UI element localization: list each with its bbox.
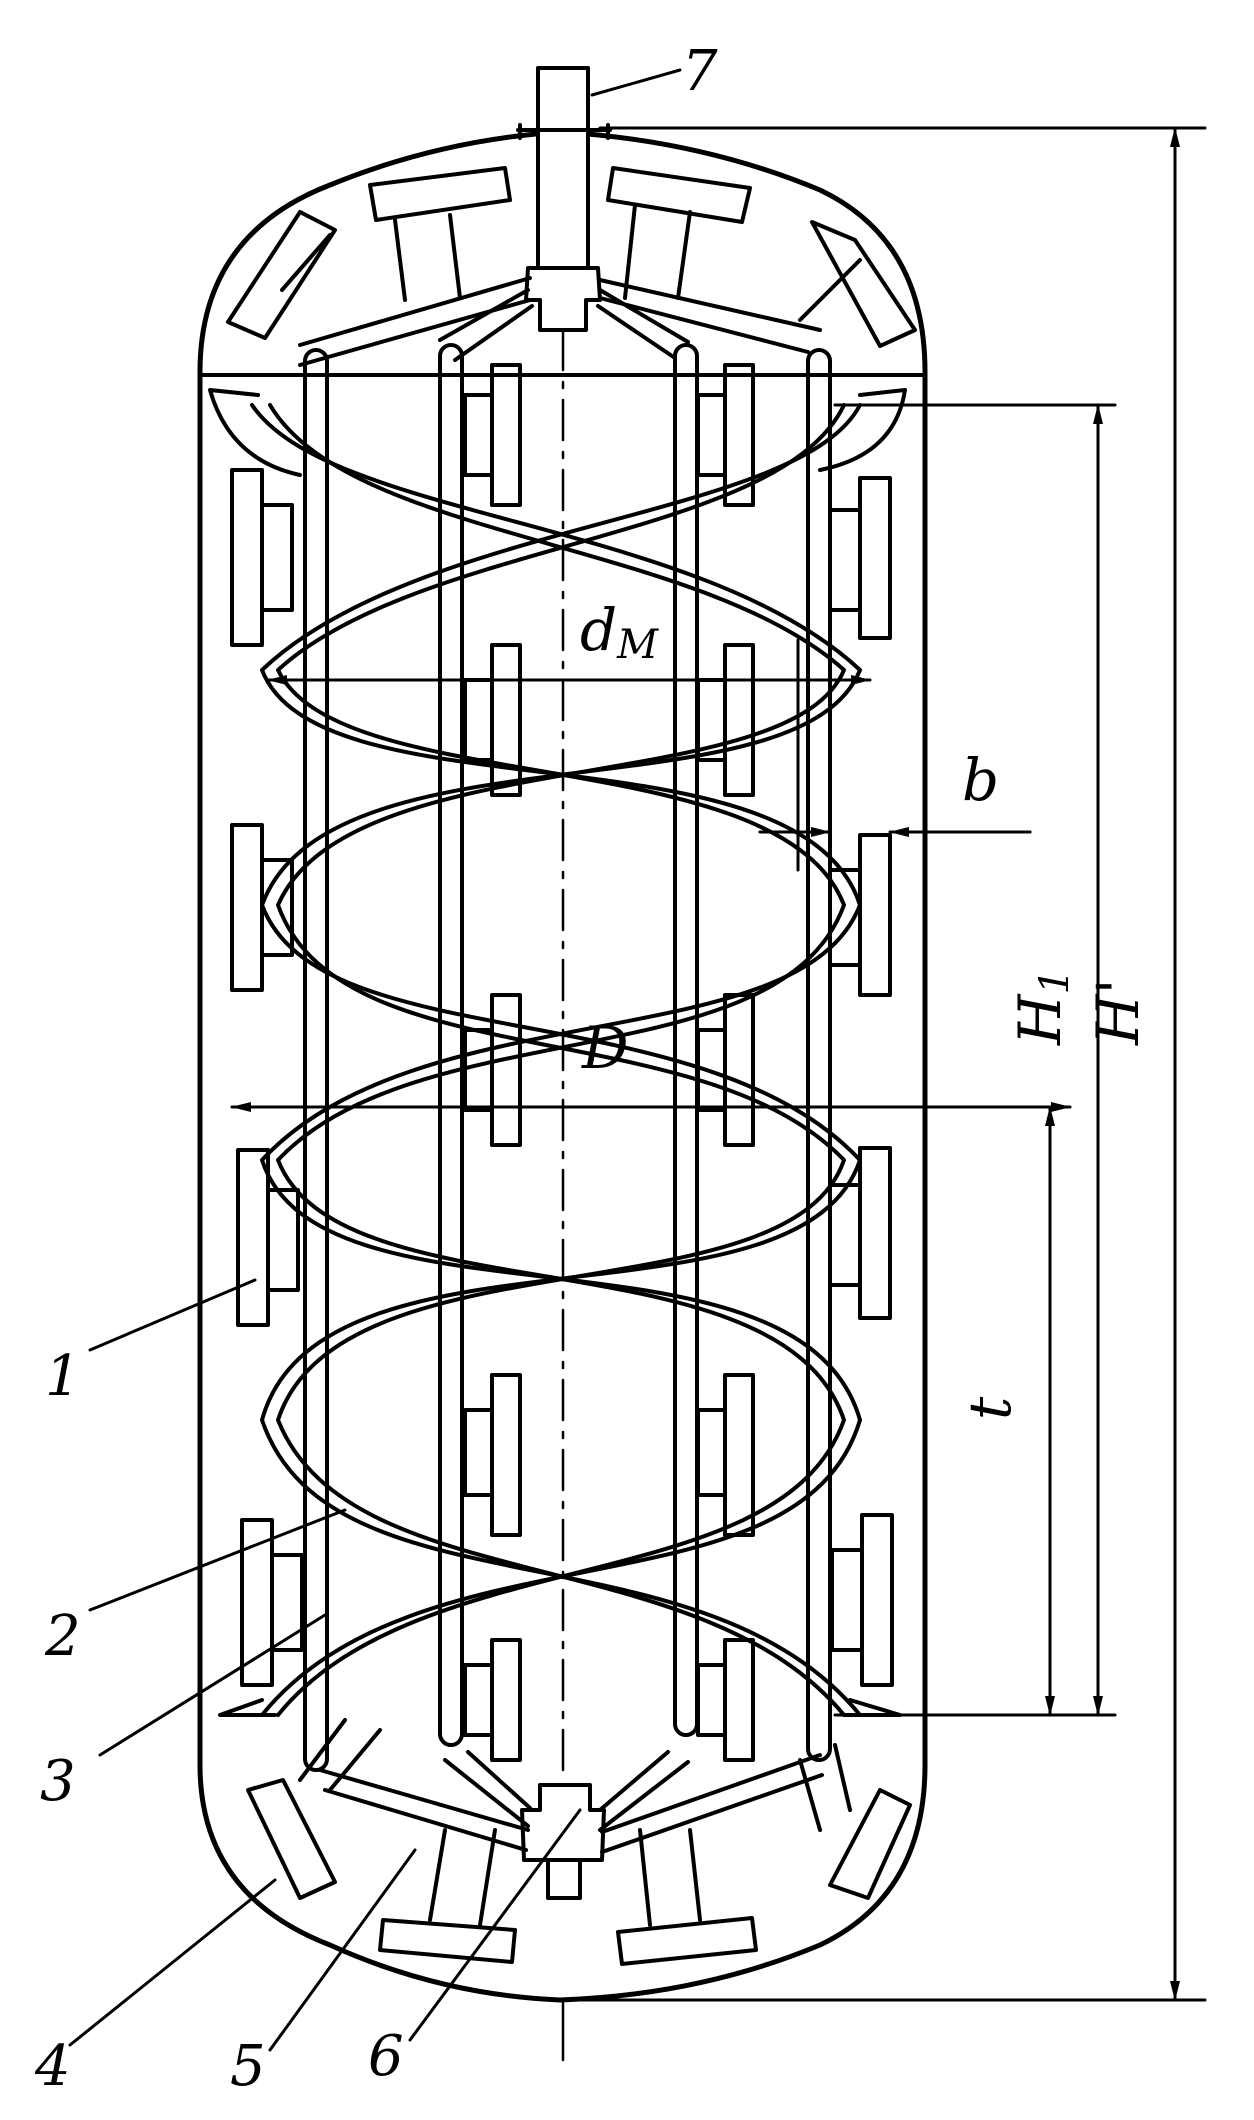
part-label-5: 5 [230,2034,266,2099]
leader-lines [68,68,682,2052]
vertical-posts [303,343,832,1772]
top-hub [524,266,602,332]
vessel-shell [197,129,928,2003]
support-arms [298,276,824,1854]
mixer-diameter-label: dM [580,596,659,668]
shaft [516,66,612,2062]
vessel-height-label: H' [1084,978,1152,1046]
part-2-ribbon [250,403,862,1717]
vessel-diameter-label: D [581,1014,629,1082]
pitch-label: t [956,1396,1024,1420]
top-baffles [226,166,917,348]
band-height-label: H1 [1006,969,1078,1046]
part-5-arm [318,1768,530,1852]
dimension-lines [230,126,1207,2002]
part-4-baffle [246,1778,337,1900]
band-width-label: b [962,746,999,814]
part-label-7: 7 [682,39,718,104]
part-label-3: 3 [40,1749,76,1814]
part-label-2: 2 [44,1604,81,1669]
part-label-1: 1 [45,1344,81,1409]
bottom-hub [520,1783,606,1862]
wall-baffles-right [828,476,894,1687]
bottom-baffles [246,1718,912,1966]
shaft-top-stub [536,66,590,270]
wall-baffles-left [230,468,304,1687]
part-label-4: 4 [34,2034,71,2099]
helical-ribbons [208,388,907,1717]
part-3-post [303,348,329,1772]
part-label-6: 6 [368,2024,404,2089]
